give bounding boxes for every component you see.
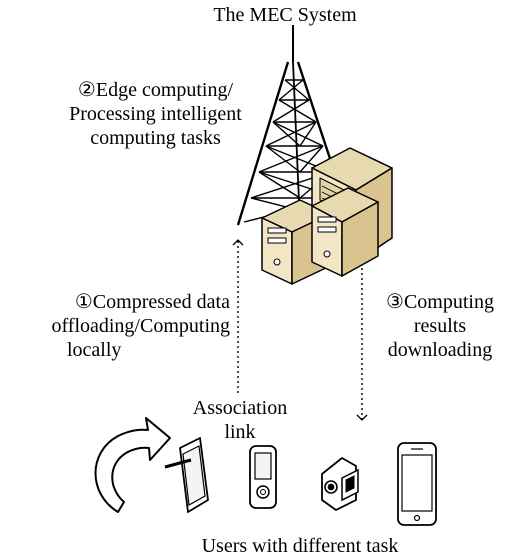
offload-label: ①Compressed data offloading/Computing: [2, 290, 230, 338]
download-label-line-3: downloading: [387, 339, 493, 361]
tower-icon: [236, 25, 354, 226]
offload-label-line-3: locally: [67, 339, 122, 361]
tablet-with-stylus-icon: [164, 437, 209, 513]
camcorder-icon: [321, 457, 359, 511]
association-label-line-2: link: [224, 421, 256, 443]
edge-label-line-1: ②Edge computing/: [77, 79, 234, 101]
download-label: ③Computing results downloading: [365, 290, 515, 362]
edge-label-line-3: computing tasks: [90, 127, 221, 149]
offload-label-line-1: ①Compressed data: [74, 291, 230, 313]
download-label-line-1: ③Computing: [386, 291, 494, 313]
download-label-line-2: results: [413, 315, 467, 337]
server-icon: [311, 187, 379, 277]
smartphone-icon: [397, 442, 437, 526]
users-label: Users with different task: [201, 535, 399, 557]
offload-label-line-2: offloading/Computing: [51, 315, 230, 337]
rotate-arrow-icon: [94, 417, 171, 513]
association-label-line-1: Association: [192, 397, 288, 419]
association-link-label: Association link: [165, 396, 315, 444]
edge-label-line-2: Processing intelligent: [69, 103, 242, 125]
pda-icon: [249, 445, 277, 509]
diagram-title: The MEC System: [213, 4, 357, 26]
edge-computing-label: ②Edge computing/ Processing intelligent …: [43, 78, 268, 150]
